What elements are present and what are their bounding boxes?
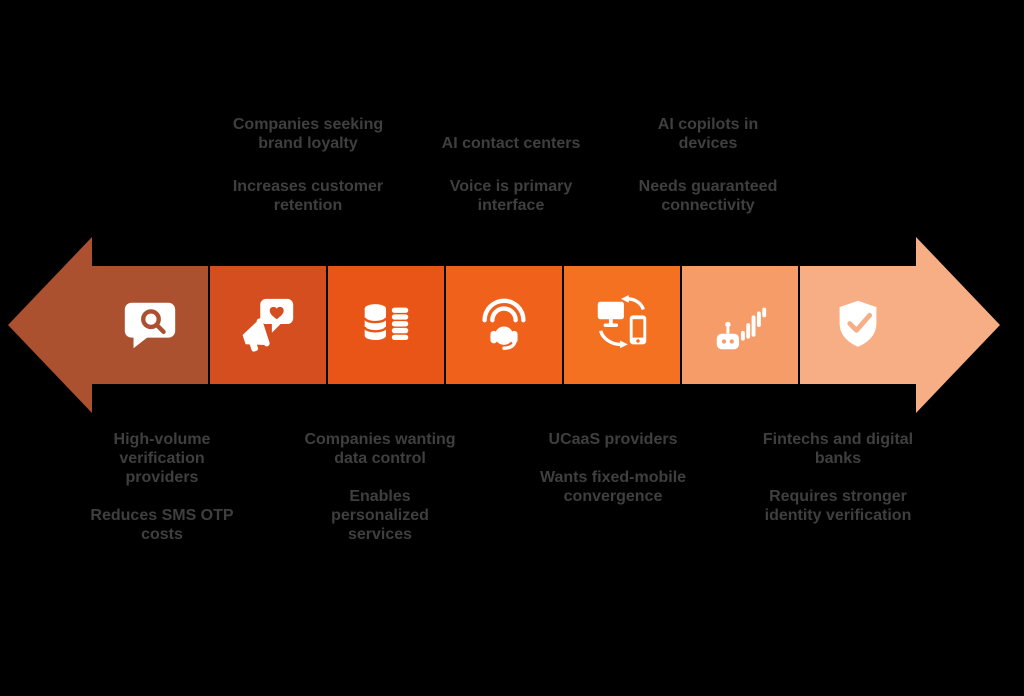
top-label-brand-loyalty: Companies seeking brand loyalty Increase… <box>198 103 418 215</box>
top-label-ai-copilots: AI copilots in devices Needs guaranteed … <box>608 103 808 215</box>
top-label-subtitle: Increases customer retention <box>232 178 384 214</box>
top-label-contact-centers: AI contact centers Voice is primary inte… <box>411 103 611 215</box>
arrow-right-head <box>916 237 1000 413</box>
segment-verification <box>92 266 208 384</box>
headset-signal-icon <box>482 298 526 350</box>
top-label-title: AI copilots in devices <box>657 116 759 152</box>
screen-phone-exchange-icon <box>597 294 647 349</box>
segment-identity <box>800 266 916 384</box>
bottom-label-subtitle: Requires stronger identity verification <box>764 488 912 524</box>
segment-ai-copilot <box>682 266 798 384</box>
bottom-label-subtitle: Reduces SMS OTP costs <box>90 507 234 543</box>
bottom-label-fintechs: Fintechs and digital banks Requires stro… <box>728 430 948 525</box>
top-label-title: Companies seeking brand loyalty <box>232 116 384 152</box>
bottom-label-data-control: Companies wanting data control Enables p… <box>280 430 480 544</box>
segment-convergence <box>564 266 680 384</box>
bottom-label-subtitle: Enables personalized services <box>331 488 429 543</box>
top-label-subtitle: Voice is primary interface <box>449 178 573 214</box>
bottom-label-subtitle: Wants fixed-mobile convergence <box>539 469 687 505</box>
bottom-label-title: High-volume verification providers <box>113 431 211 486</box>
megaphone-heart-icon <box>242 298 294 352</box>
bottom-label-verification: High-volume verification providers Reduc… <box>72 430 252 544</box>
robot-voicewave-icon <box>716 307 767 350</box>
segment-voice-interface <box>446 266 562 384</box>
segment-brand-loyalty <box>210 266 326 384</box>
arrow-left-head <box>8 237 92 413</box>
segment-data-control <box>328 266 444 384</box>
top-label-title: AI contact centers <box>441 135 581 152</box>
bottom-label-title: Fintechs and digital banks <box>762 431 914 467</box>
shield-check-icon <box>839 300 877 347</box>
bottom-label-title: Companies wanting data control <box>304 431 456 467</box>
data-stacks-icon <box>363 304 409 341</box>
chat-search-icon <box>124 302 176 349</box>
bottom-label-ucaas: UCaaS providers Wants fixed-mobile conve… <box>503 430 723 506</box>
bottom-label-title: UCaaS providers <box>548 431 678 448</box>
timeline-segments <box>92 266 916 384</box>
top-label-subtitle: Needs guaranteed connectivity <box>638 178 778 214</box>
